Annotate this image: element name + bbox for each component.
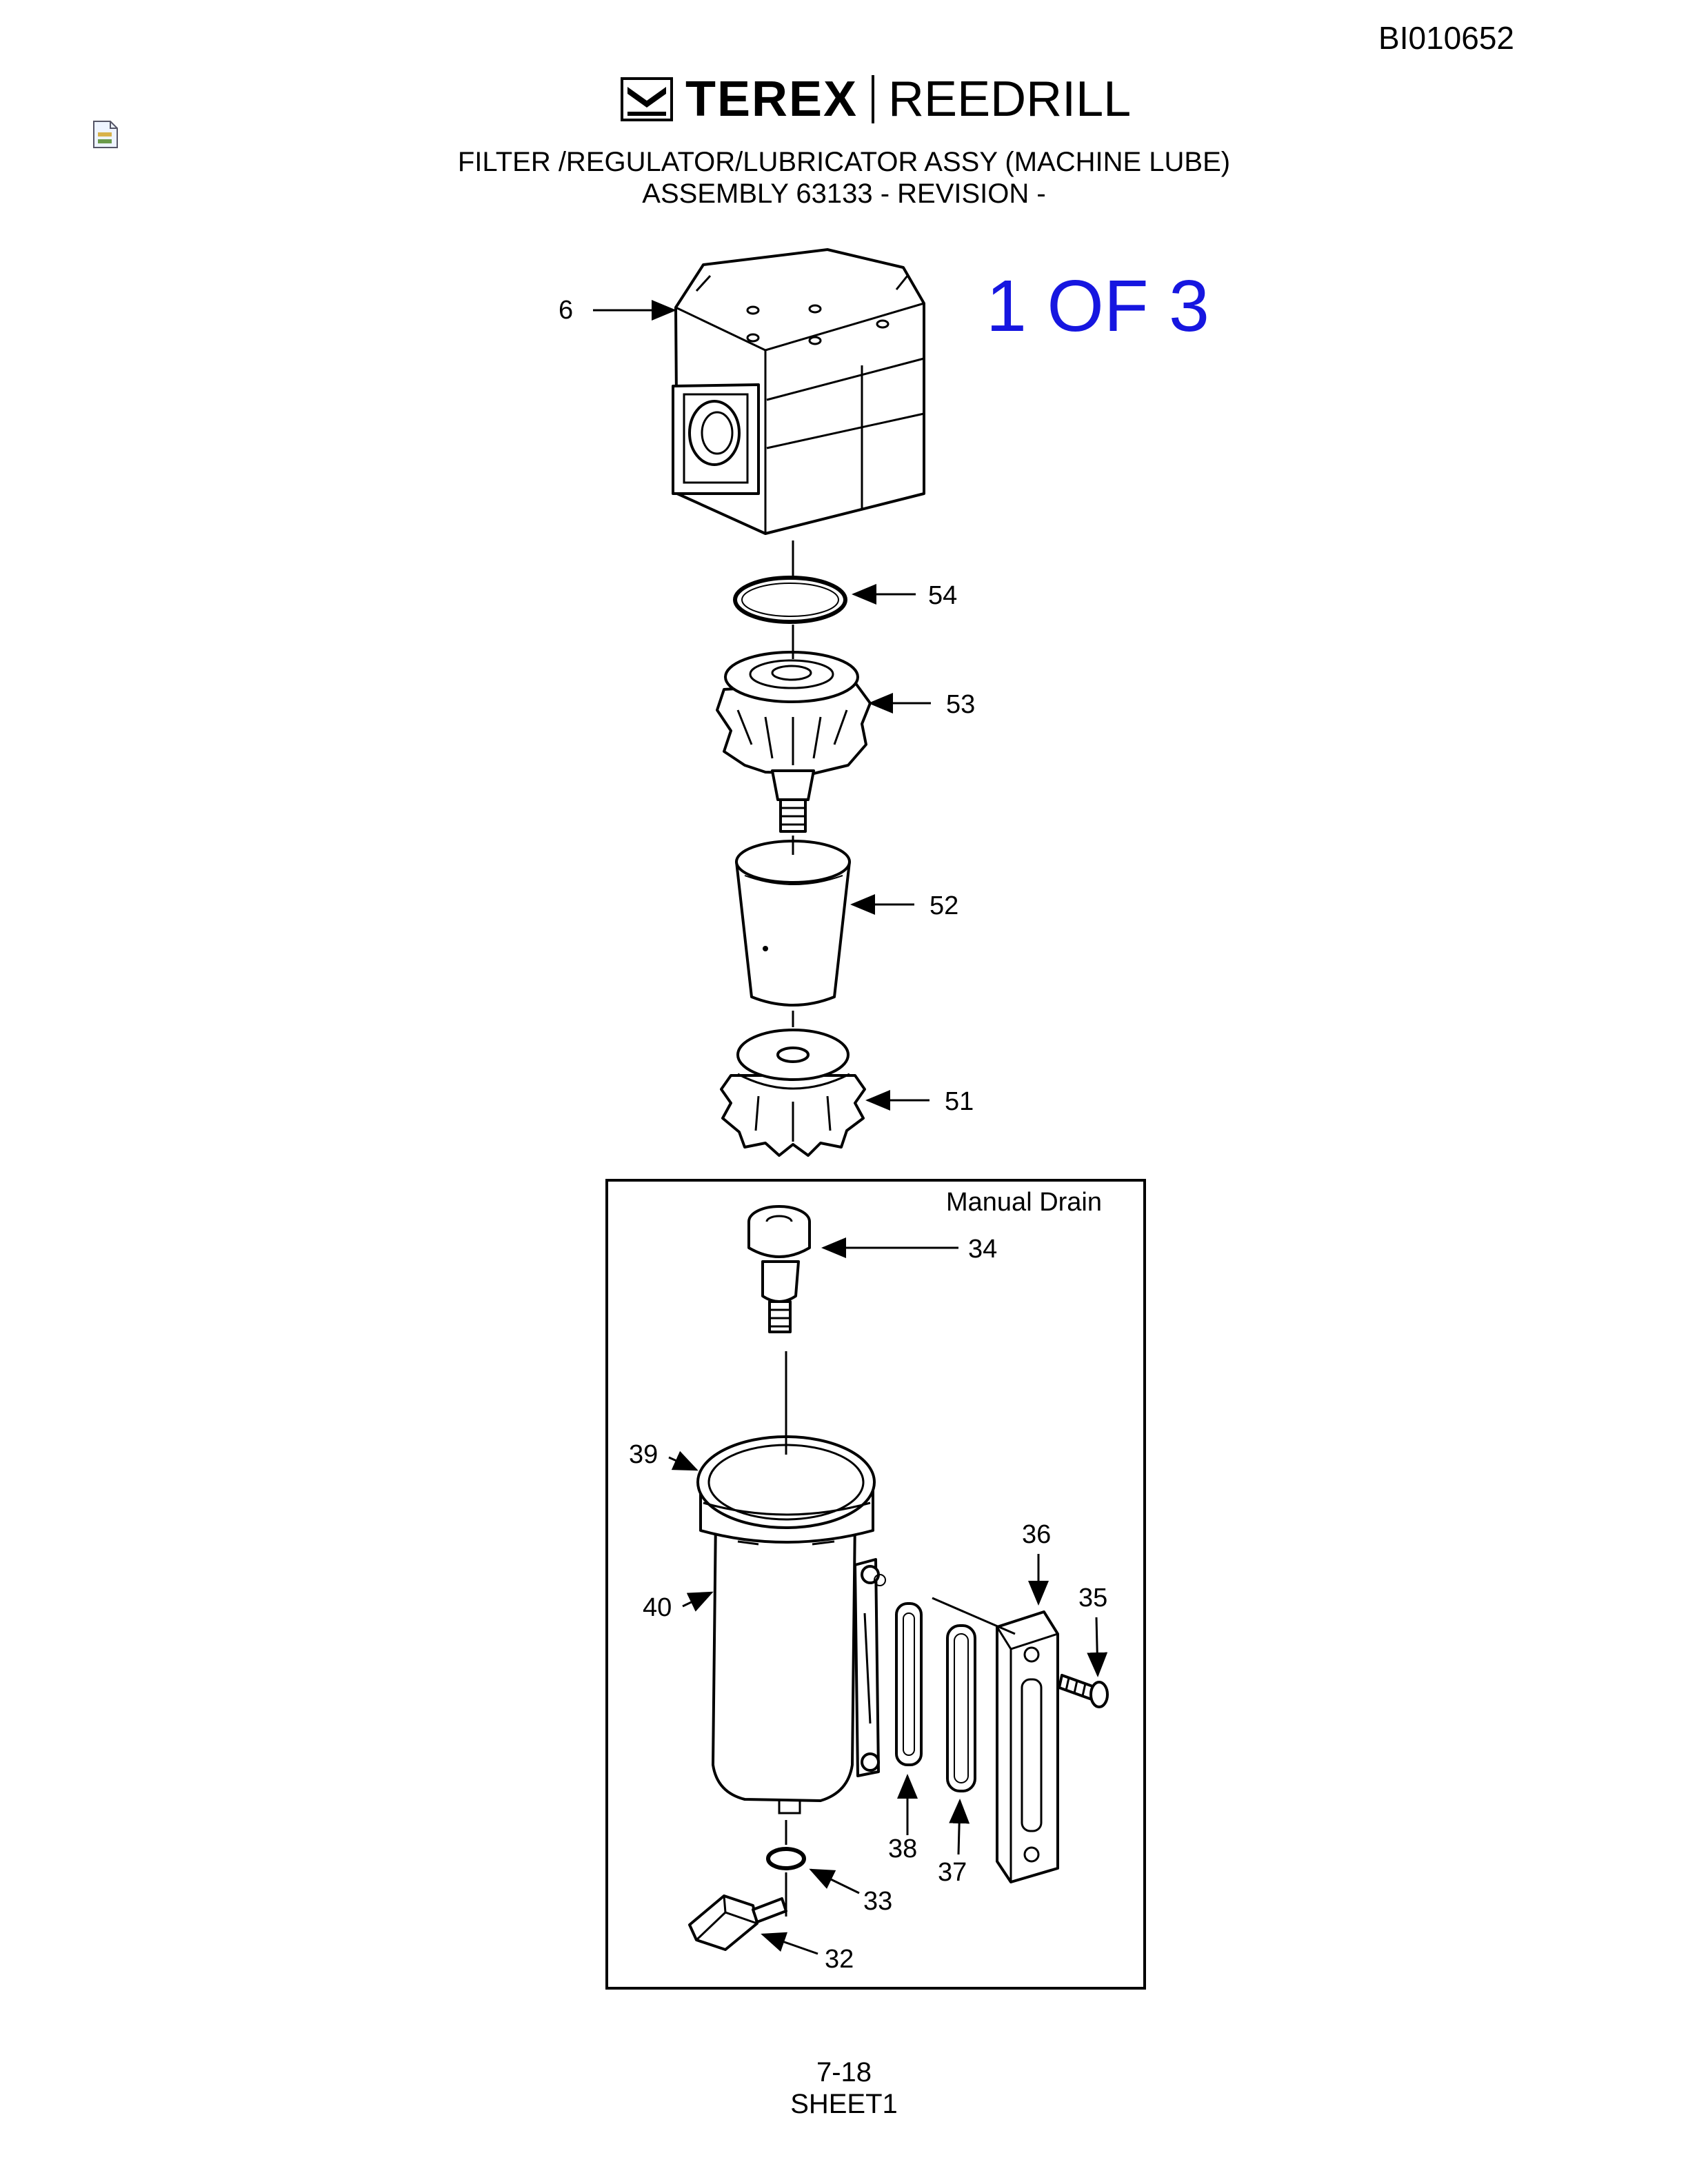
page-title: FILTER /REGULATOR/LUBRICATOR ASSY (MACHI…: [457, 147, 1231, 177]
part-52-filter-element: [735, 840, 851, 1007]
callout-39: 39: [629, 1440, 658, 1469]
part-37-gasket-inner: [954, 1633, 969, 1783]
sheet-name: SHEET1: [790, 2089, 898, 2119]
brand-divider: [872, 75, 875, 123]
callout-36: 36: [1022, 1520, 1051, 1549]
part-32-drain-key: [688, 1894, 787, 1951]
part-38-sight-glass: [895, 1602, 923, 1766]
terex-emblem-icon: [621, 77, 673, 121]
sheet-count: 1 OF 3: [986, 265, 1210, 347]
assembly-subtitle: ASSEMBLY 63133 - REVISION -: [642, 179, 1046, 209]
manual-drain-inset-frame: [605, 1179, 1146, 1990]
part-38-sight-glass-inner: [903, 1612, 915, 1756]
callout-32: 32: [825, 1945, 854, 1974]
part-6-head: [672, 248, 925, 535]
part-39-40-bowl-assembly: [696, 1435, 886, 1814]
part-33-o-ring: [766, 1847, 806, 1870]
callout-52: 52: [930, 891, 958, 920]
callout-35: 35: [1078, 1584, 1107, 1612]
callout-37: 37: [938, 1858, 967, 1887]
manual-drain-title: Manual Drain: [946, 1188, 1102, 1217]
document-icon[interactable]: [92, 120, 119, 149]
callout-51: 51: [945, 1087, 974, 1116]
product-line: REEDRILL: [888, 72, 1132, 127]
brand-logo: TEREX REEDRILL: [621, 72, 1131, 127]
part-51-baffle: [720, 1029, 866, 1157]
callout-6: 6: [559, 296, 573, 325]
callout-33: 33: [863, 1887, 892, 1916]
callout-54: 54: [928, 581, 957, 610]
part-37-gasket: [946, 1624, 976, 1792]
callout-38: 38: [888, 1834, 917, 1863]
brand-name: TEREX: [685, 72, 858, 127]
callout-34: 34: [968, 1235, 997, 1264]
part-36-shield: [996, 1610, 1059, 1883]
document-id: BI010652: [1378, 20, 1514, 56]
assembly-axis-lines: [785, 540, 1016, 1917]
part-35-screw: [1058, 1674, 1109, 1708]
callout-53: 53: [946, 690, 975, 719]
part-34-drain-valve: [747, 1205, 811, 1333]
part-53-deflector: [716, 651, 872, 833]
callout-40: 40: [643, 1593, 672, 1622]
leader-arrows: [593, 300, 1108, 1955]
part-54-o-ring: [733, 576, 847, 624]
page-number: 7-18: [816, 2057, 872, 2087]
